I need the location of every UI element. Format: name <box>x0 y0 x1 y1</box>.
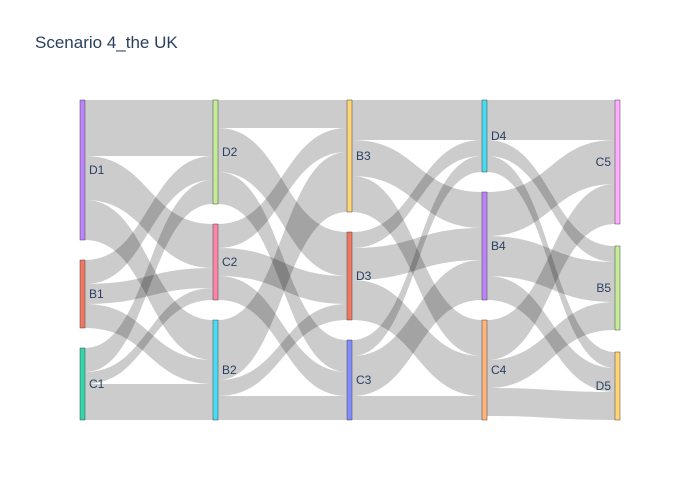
link-D1-C2[interactable] <box>85 156 213 268</box>
node-bar-B4[interactable] <box>481 191 488 301</box>
node-label-D2: D2 <box>222 145 238 159</box>
link-D2-C3[interactable] <box>218 172 347 372</box>
node-label-C3: C3 <box>356 373 372 387</box>
node-label-B2: B2 <box>222 363 237 377</box>
node-D1[interactable]: D1 <box>79 99 105 241</box>
node-label-B4: B4 <box>491 239 506 253</box>
link-C1-B2[interactable] <box>85 384 213 420</box>
node-label-C5: C5 <box>596 155 612 169</box>
node-label-B1: B1 <box>89 287 104 301</box>
link-C1-D2[interactable] <box>85 180 213 372</box>
node-C2[interactable]: C2 <box>212 223 238 301</box>
link-B2-D3[interactable] <box>218 304 347 396</box>
link-B2-C3[interactable] <box>218 396 347 420</box>
chart-title: Scenario 4_the UK <box>35 33 178 52</box>
node-B2[interactable]: B2 <box>212 319 237 421</box>
link-B1-B2[interactable] <box>85 304 213 384</box>
link-C3-B4[interactable] <box>352 260 482 396</box>
link-C4-C5[interactable] <box>487 184 615 360</box>
node-B3[interactable]: B3 <box>346 99 371 213</box>
link-C3-C4[interactable] <box>352 396 482 420</box>
node-bar-B1[interactable] <box>79 259 86 329</box>
link-B3-B4[interactable] <box>352 140 482 228</box>
node-bar-D2[interactable] <box>212 99 219 205</box>
link-D4-B5[interactable] <box>487 140 615 262</box>
node-label-D5: D5 <box>596 379 612 393</box>
node-bar-C4[interactable] <box>481 319 488 421</box>
node-bar-D5[interactable] <box>614 351 621 421</box>
link-C4-B5[interactable] <box>487 302 615 388</box>
node-bar-B2[interactable] <box>212 319 219 421</box>
link-B1-D2[interactable] <box>85 156 213 284</box>
node-B5[interactable]: B5 <box>596 245 621 331</box>
link-D1-B2[interactable] <box>85 200 213 360</box>
link-B4-C5[interactable] <box>487 140 615 236</box>
node-label-C2: C2 <box>222 255 238 269</box>
link-D3-B4[interactable] <box>352 228 482 280</box>
node-C5[interactable]: C5 <box>596 99 621 225</box>
node-label-C4: C4 <box>491 363 507 377</box>
node-B1[interactable]: B1 <box>79 259 104 329</box>
link-B3-C4[interactable] <box>352 176 482 356</box>
node-label-C1: C1 <box>89 377 105 391</box>
node-bar-C5[interactable] <box>614 99 621 225</box>
node-bar-B3[interactable] <box>346 99 353 213</box>
node-label-D4: D4 <box>491 129 507 143</box>
node-label-D3: D3 <box>356 269 372 283</box>
node-D3[interactable]: D3 <box>346 231 372 321</box>
node-D5[interactable]: D5 <box>596 351 621 421</box>
link-D2-D3[interactable] <box>218 128 347 276</box>
node-bar-C3[interactable] <box>346 339 353 421</box>
node-bar-C1[interactable] <box>79 347 86 421</box>
link-B3-D4[interactable] <box>352 100 482 140</box>
link-B4-D5[interactable] <box>487 276 615 392</box>
node-bar-D3[interactable] <box>346 231 353 321</box>
node-bar-D1[interactable] <box>79 99 86 241</box>
link-D1-D2[interactable] <box>85 100 213 156</box>
link-C4-D5[interactable] <box>487 388 615 420</box>
node-label-B3: B3 <box>356 149 371 163</box>
node-D2[interactable]: D2 <box>212 99 238 205</box>
link-B4-B5[interactable] <box>487 236 615 302</box>
node-D4[interactable]: D4 <box>481 99 507 173</box>
node-C1[interactable]: C1 <box>79 347 105 421</box>
node-bar-C2[interactable] <box>212 223 219 301</box>
node-B4[interactable]: B4 <box>481 191 506 301</box>
link-D3-D4[interactable] <box>352 140 482 248</box>
node-C4[interactable]: C4 <box>481 319 507 421</box>
node-label-D1: D1 <box>89 163 105 177</box>
link-D4-D5[interactable] <box>487 156 615 368</box>
node-bar-D4[interactable] <box>481 99 488 173</box>
link-D4-C5[interactable] <box>487 100 615 140</box>
node-label-B5: B5 <box>596 281 611 295</box>
link-D2-B3[interactable] <box>218 100 347 128</box>
link-C1-C2[interactable] <box>85 288 213 384</box>
link-B1-C2[interactable] <box>85 268 213 304</box>
link-C2-C3[interactable] <box>218 276 347 396</box>
link-B2-B3[interactable] <box>218 152 347 380</box>
links-layer <box>85 100 615 420</box>
link-C2-B3[interactable] <box>218 128 347 248</box>
link-C2-D3[interactable] <box>218 248 347 304</box>
link-C3-D4[interactable] <box>352 156 482 356</box>
node-C3[interactable]: C3 <box>346 339 372 421</box>
link-D3-C4[interactable] <box>352 280 482 396</box>
node-bar-B5[interactable] <box>614 245 621 331</box>
